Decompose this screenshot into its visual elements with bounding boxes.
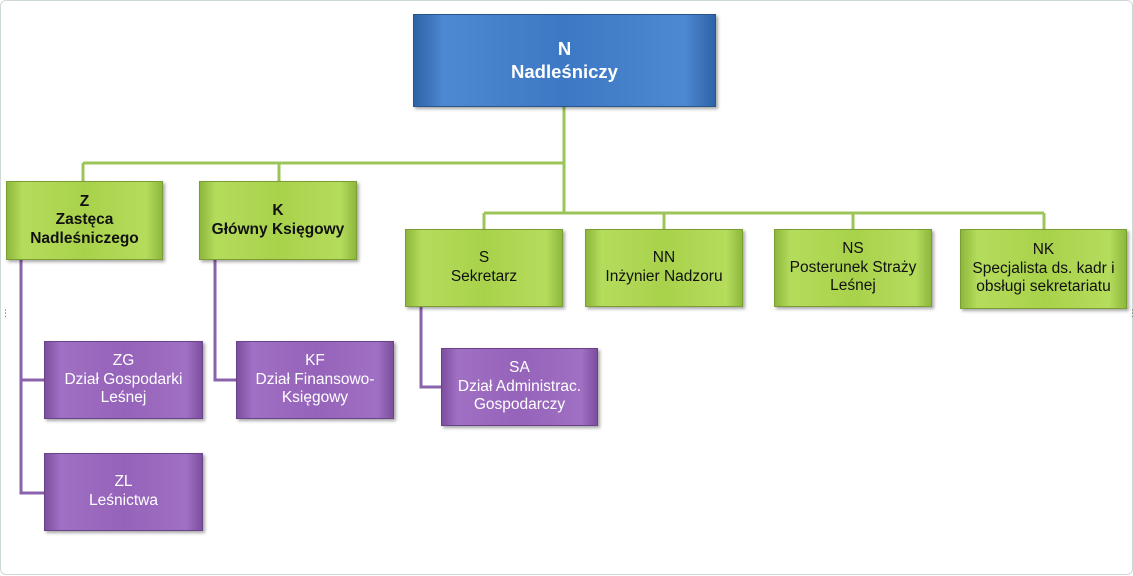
node-kf-code: KF: [305, 352, 325, 370]
node-nn-code: NN: [652, 249, 676, 267]
left-resize-handle[interactable]: ⋮: [1, 308, 10, 318]
node-k-code: K: [272, 201, 284, 219]
node-zg-name-line2: Leśnej: [100, 389, 147, 407]
node-s-code: S: [478, 249, 490, 267]
node-ns-name-line2: Leśnej: [830, 277, 876, 295]
node-ns-code: NS: [842, 240, 864, 258]
node-k-glowny-ksiegowy[interactable]: K Główny Księgowy: [199, 181, 357, 260]
node-n-name: Nadleśniczy: [511, 60, 618, 82]
node-k-name: Główny Księgowy: [211, 220, 345, 238]
node-n-nadlesniczy[interactable]: N Nadleśniczy: [413, 14, 716, 107]
node-sa-name-line2: Gospodarczy: [473, 396, 566, 414]
node-kf-name-line1: Dział Finansowo-: [255, 370, 375, 388]
node-s-sekretarz[interactable]: S Sekretarz: [405, 229, 563, 307]
node-nk-code: NK: [1032, 241, 1055, 259]
node-ns-posterunek[interactable]: NS Posterunek Straży Leśnej: [774, 229, 932, 307]
node-s-name: Sekretarz: [450, 268, 518, 285]
node-sa-code: SA: [509, 359, 530, 377]
node-sa-dzial-administrac[interactable]: SA Dział Administrac. Gospodarczy: [441, 348, 598, 426]
node-zg-name-line1: Dział Gospodarki: [64, 370, 183, 388]
connector-k-to-kf: [213, 260, 236, 382]
node-z-name-line2: Nadleśniczego: [30, 229, 139, 247]
node-n-code: N: [557, 38, 572, 60]
node-z-code: Z: [79, 192, 90, 210]
node-kf-name-line2: Księgowy: [281, 389, 349, 407]
node-ns-name-line1: Posterunek Straży: [789, 258, 917, 276]
node-z-zastepca[interactable]: Z Zastęca Nadleśniczego: [6, 181, 163, 260]
node-nn-inzynier-nadzoru[interactable]: NN Inżynier Nadzoru: [585, 229, 743, 307]
node-nk-specjalista[interactable]: NK Specjalista ds. kadr i obsługi sekret…: [960, 229, 1127, 309]
node-zl-code: ZL: [114, 473, 133, 491]
node-zl-lesnictwa[interactable]: ZL Leśnictwa: [44, 453, 203, 531]
node-nn-name: Inżynier Nadzoru: [605, 268, 723, 285]
node-zl-name: Leśnictwa: [89, 492, 158, 509]
connector-z-to-zg-zl: [19, 260, 44, 495]
node-nk-name-line1: Specjalista ds. kadr i: [972, 259, 1115, 277]
node-z-name-line1: Zastęca: [55, 211, 114, 229]
node-nk-name-line2: obsługi sekretariatu: [976, 278, 1111, 296]
node-sa-name-line1: Dział Administrac.: [457, 377, 582, 395]
node-zg-dzial-gospodarki[interactable]: ZG Dział Gospodarki Leśnej: [44, 341, 203, 419]
node-zg-code: ZG: [112, 352, 135, 370]
connector-s-to-sa: [419, 307, 441, 389]
node-kf-dzial-finansowo[interactable]: KF Dział Finansowo- Księgowy: [236, 341, 394, 419]
right-resize-handle[interactable]: ⋮: [1128, 308, 1133, 318]
